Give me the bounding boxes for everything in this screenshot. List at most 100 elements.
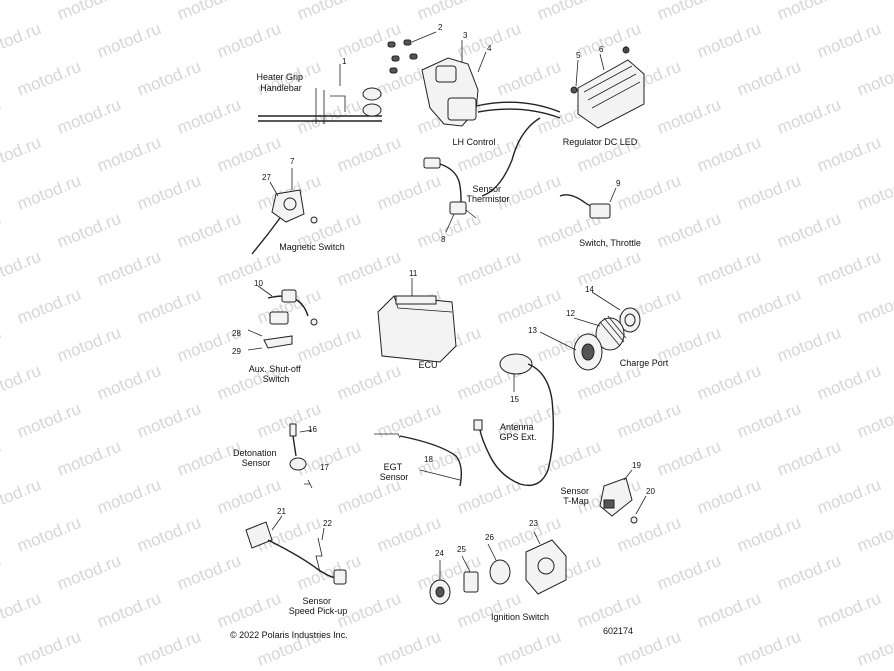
callout-11: 11 <box>409 269 418 278</box>
watermark-text: motod.ru <box>334 361 403 404</box>
watermark-text: motod.ru <box>334 133 403 176</box>
aux-shutoff-part[interactable] <box>247 285 318 351</box>
callout-8: 8 <box>441 235 446 244</box>
watermark-text: motod.ru <box>734 285 803 328</box>
watermark-text: motod.ru <box>854 57 894 100</box>
detonation-sensor-part[interactable] <box>289 423 313 489</box>
watermark-text: motod.ru <box>694 475 763 518</box>
watermark-text: motod.ru <box>734 399 803 442</box>
watermark-text: motod.ru <box>694 133 763 176</box>
watermark-text: motod.ru <box>854 285 894 328</box>
callout-9: 9 <box>616 179 621 188</box>
watermark-text: motod.ru <box>814 361 883 404</box>
label-heater-grip: Heater Grip Handlebar <box>256 72 305 93</box>
callout-21: 21 <box>277 507 286 516</box>
callout-2: 2 <box>438 23 443 32</box>
watermark-text: motod.ru <box>0 95 4 138</box>
antenna-part[interactable] <box>473 353 555 487</box>
watermark-text: motod.ru <box>694 589 763 632</box>
watermark-text: motod.ru <box>174 95 243 138</box>
watermark-text: motod.ru <box>14 171 83 214</box>
watermark-text: motod.ru <box>54 437 123 480</box>
watermark-text: motod.ru <box>654 209 723 252</box>
watermark-text: motod.ru <box>854 513 894 556</box>
watermark-text: motod.ru <box>0 551 4 594</box>
watermark-text: motod.ru <box>574 247 643 290</box>
charge-port-part[interactable] <box>539 291 641 371</box>
watermark-text: motod.ru <box>294 0 363 24</box>
callout-22: 22 <box>323 519 332 528</box>
watermark-text: motod.ru <box>0 247 44 290</box>
label-speed-sensor: Sensor Speed Pick-up <box>289 596 348 616</box>
watermark-text: motod.ru <box>494 171 563 214</box>
speed-sensor-part[interactable] <box>245 515 347 585</box>
watermark-text: motod.ru <box>174 0 243 24</box>
ecu-part[interactable] <box>377 278 457 363</box>
watermark-text: motod.ru <box>654 551 723 594</box>
watermark-text: motod.ru <box>214 133 283 176</box>
label-antenna: Antenna GPS Ext. <box>499 422 536 442</box>
watermark-text: motod.ru <box>134 285 203 328</box>
watermark-text: motod.ru <box>214 247 283 290</box>
sensor-thermistor-part[interactable] <box>423 157 477 233</box>
callout-25: 25 <box>457 545 466 554</box>
watermark-text: motod.ru <box>854 399 894 442</box>
watermark-text: motod.ru <box>0 437 4 480</box>
watermark-text: motod.ru <box>174 437 243 480</box>
callout-14: 14 <box>585 285 594 294</box>
watermark-text: motod.ru <box>454 247 523 290</box>
label-aux-shutoff: Aux. Shut-off Switch <box>249 364 303 384</box>
label-sensor-tmap: Sensor T-Map <box>560 486 591 506</box>
watermark-text: motod.ru <box>734 57 803 100</box>
watermark-text: motod.ru <box>854 627 894 670</box>
heater-grip-part[interactable] <box>258 64 382 124</box>
callout-numbers: 1 2 3 4 5 6 7 8 9 10 11 12 13 14 15 16 1… <box>232 23 655 558</box>
watermark-text: motod.ru <box>174 551 243 594</box>
watermark-text: motod.ru <box>694 361 763 404</box>
callout-15: 15 <box>510 395 519 404</box>
watermark-text: motod.ru <box>54 323 123 366</box>
regulator-part[interactable] <box>570 46 645 129</box>
watermark-text: motod.ru <box>0 323 4 366</box>
watermark-text: motod.ru <box>14 627 83 670</box>
watermark-text: motod.ru <box>774 323 843 366</box>
watermark-text: motod.ru <box>814 19 883 62</box>
watermark-text: motod.ru <box>54 95 123 138</box>
watermark-text: motod.ru <box>814 475 883 518</box>
label-detonation-sensor: Detonation Sensor <box>233 448 279 468</box>
lh-control-part[interactable] <box>421 40 561 197</box>
watermark-text: motod.ru <box>214 19 283 62</box>
watermark-text: motod.ru <box>374 513 443 556</box>
switch-throttle-part[interactable] <box>559 187 617 219</box>
watermark-text: motod.ru <box>734 513 803 556</box>
screws-part[interactable] <box>387 31 437 74</box>
watermark-text: motod.ru <box>774 551 843 594</box>
magnetic-switch-part[interactable] <box>251 168 318 255</box>
label-magnetic-switch: Magnetic Switch <box>279 242 345 252</box>
egt-sensor-part[interactable] <box>374 433 463 487</box>
watermark-text: motod.ru <box>614 399 683 442</box>
watermark-text: motod.ru <box>614 171 683 214</box>
ignition-switch-part[interactable] <box>429 531 567 605</box>
watermark-text: motod.ru <box>54 0 123 24</box>
watermark-text: motod.ru <box>14 513 83 556</box>
watermark-text: motod.ru <box>334 247 403 290</box>
callout-19: 19 <box>632 461 641 470</box>
watermark-text: motod.ru <box>214 589 283 632</box>
watermark-text: motod.ru <box>0 0 4 24</box>
sensor-tmap-part[interactable] <box>599 469 647 524</box>
watermark-text: motod.ru <box>0 133 44 176</box>
watermark-text: motod.ru <box>94 247 163 290</box>
label-lh-control: LH Control <box>452 137 495 147</box>
label-switch-throttle: Switch, Throttle <box>579 238 641 248</box>
watermark-text: motod.ru <box>494 57 563 100</box>
label-charge-port: Charge Port <box>620 358 669 368</box>
watermark-text: motod.ru <box>774 437 843 480</box>
watermark-text: motod.ru <box>294 323 363 366</box>
callout-13: 13 <box>528 326 537 335</box>
watermark-text: motod.ru <box>14 399 83 442</box>
watermark-text: motod.ru <box>454 589 523 632</box>
callout-29: 29 <box>232 347 241 356</box>
callout-26: 26 <box>485 533 494 542</box>
